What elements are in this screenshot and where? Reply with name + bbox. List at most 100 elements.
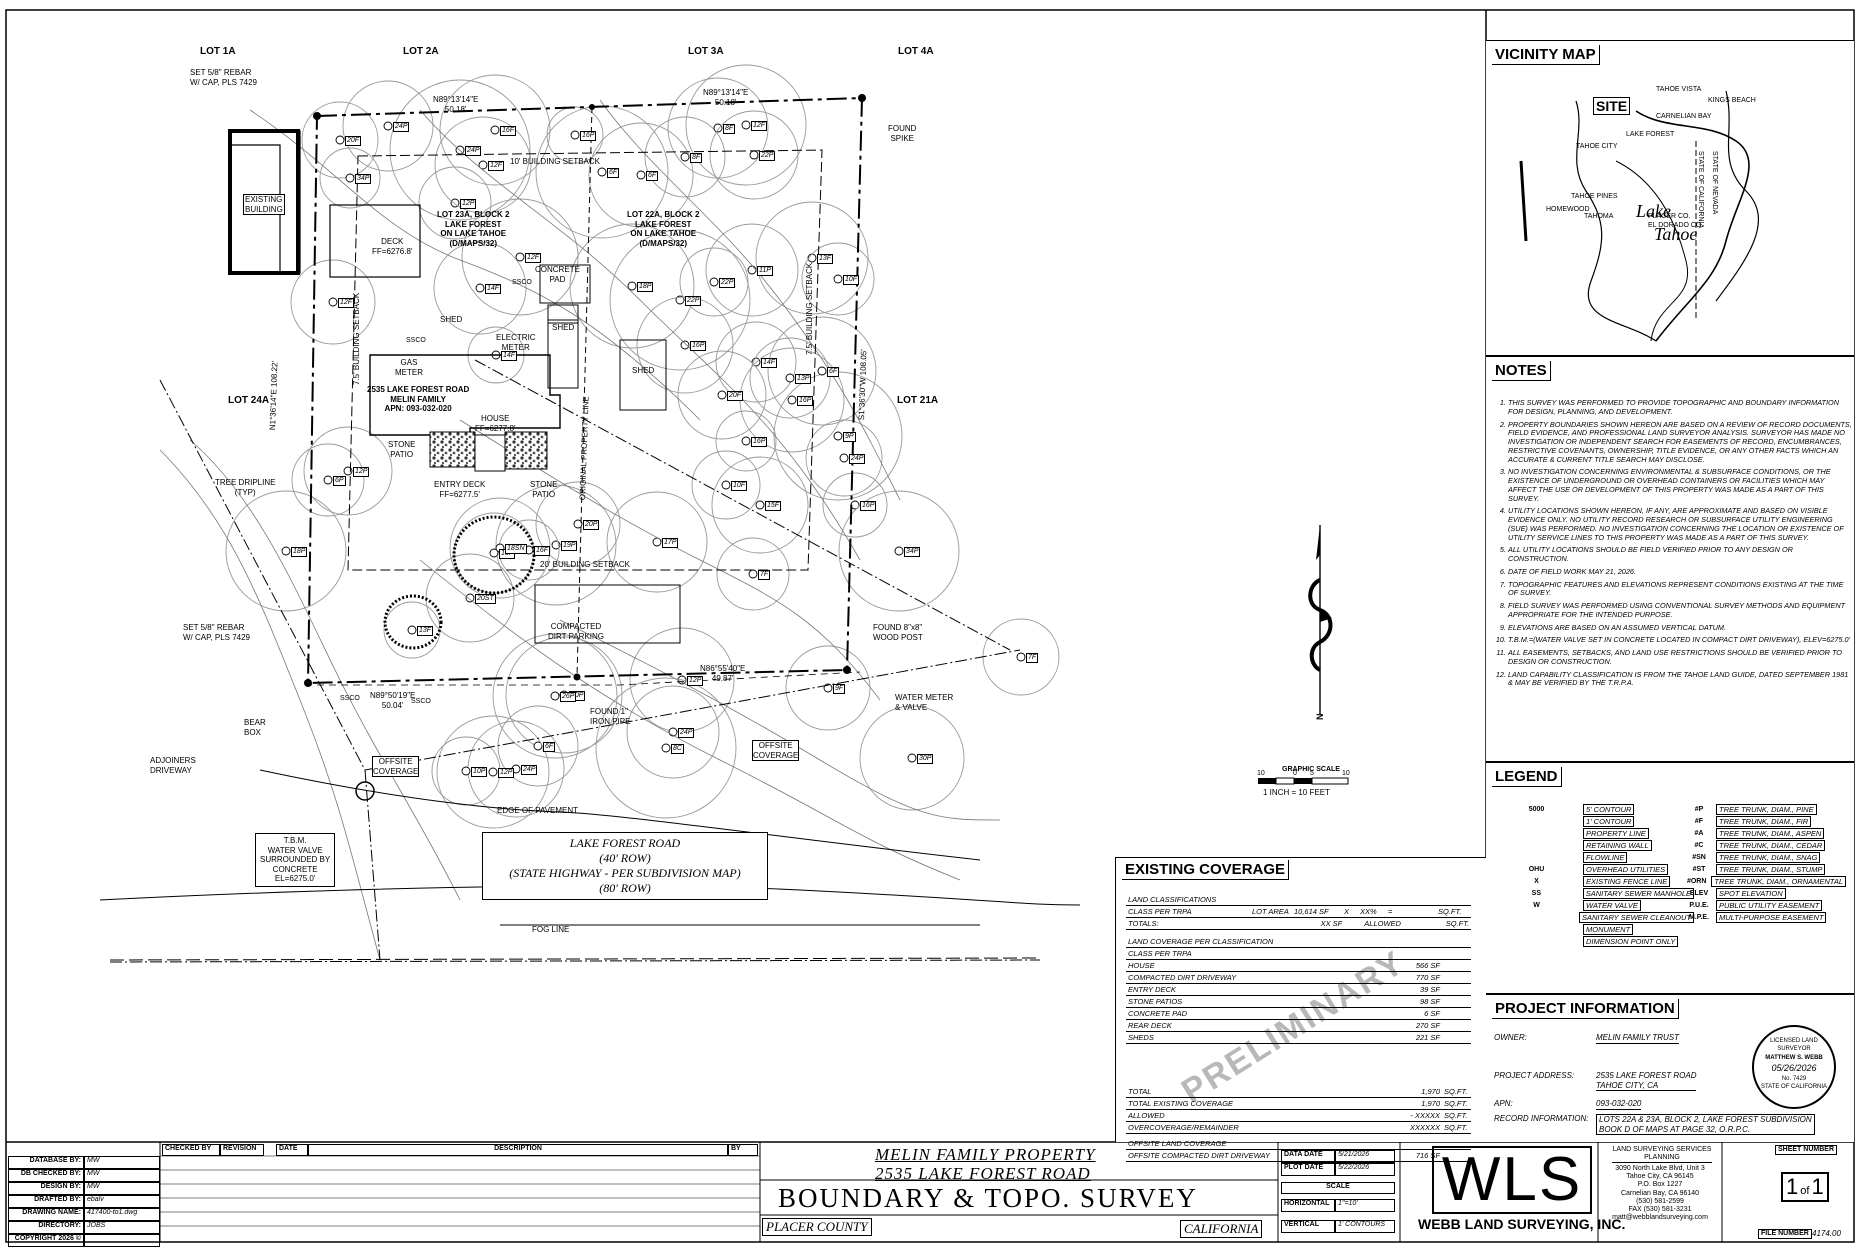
rebar-label-top: SET 5/8" REBAR W/ CAP, PLS 7429 [190,68,257,87]
file-number: 4174.00 [1812,1229,1841,1238]
tree-trunk-symbol [533,741,543,751]
coverage-item-value: 770 SF [1415,973,1440,982]
tree-trunk-symbol [721,480,731,490]
tree-dripline [535,481,621,567]
tree-tag: 7F [1026,653,1039,664]
tree-dripline [705,223,799,317]
tree-tag: 18P [291,547,308,558]
tree-tag: 16P [860,501,877,512]
vicinity-lake-label: Lake [1636,201,1671,221]
tree-tag: 12P [353,467,370,478]
tree-trunk-symbol [675,295,685,305]
tree-dripline [644,116,726,198]
graphic-scale [1258,777,1349,785]
tree-trunk-symbol [1016,652,1026,662]
sheet-border [5,9,1855,1243]
coverage-item-value: 6 SF [1424,1009,1440,1018]
legend-text: SPOT ELEVATION [1716,887,1786,899]
tb-left-label: DESIGN BY: [8,1182,84,1195]
north-label: N [1315,714,1325,721]
stone-patio-label-1: STONE PATIO [388,440,416,459]
total-existing-value: 1,970 [1421,1099,1440,1108]
sheet-total: 1 [1811,1174,1824,1199]
tree-tag: 12F [751,121,768,132]
tree-tag: 14F [485,284,502,295]
legend-row: ELEV SPOT ELEVATION [1686,887,1846,899]
tree-dripline [822,472,888,538]
tree-trunk-symbol [749,150,759,160]
tree-dripline [785,645,871,731]
place-state-nv: STATE OF NEVADA [1711,151,1718,215]
tree-trunk-symbol [489,548,499,558]
tree-tag: 16P [751,437,768,448]
tree-trunk-symbol [597,167,607,177]
tree-trunk-symbol [741,120,751,130]
legend-text: TREE TRUNK, DIAM., ASPEN [1716,827,1825,839]
tree-dripline [767,316,877,426]
vicinity-lake-label-2: Tahoe [1654,224,1698,244]
legend-text: 1' CONTOUR [1583,815,1635,827]
tree-trunk-symbol [407,625,417,635]
tree-tag: 10P [471,767,488,778]
entry-deck-label: ENTRY DECK FF=6277.5' [434,480,486,499]
legend-symbol: ELEV [1689,889,1709,897]
lot-label-4a: LOT 4A [898,46,934,57]
place-kings-beach: KINGS BEACH [1708,97,1756,104]
tree-trunk-symbol [383,121,393,131]
coverage-item-name: HOUSE [1128,961,1155,970]
tree-dripline [626,685,720,779]
entry-deck-outline [474,434,506,472]
tree-dripline [505,636,623,754]
coverage-item-name: REAR DECK [1128,1021,1172,1030]
scale-tick-1: 10 [1257,770,1265,777]
legend-row: PROPERTY LINE [1494,827,1694,839]
adjoiners-driveway-label: ADJOINERS DRIVEWAY [150,756,196,775]
total-existing-unit: SQ.FT. [1444,1099,1468,1108]
overcoverage-label: OVERCOVERAGE/REMAINDER [1128,1123,1239,1132]
stone-patio-2 [504,431,548,470]
legend-text: MONUMENT [1583,923,1634,935]
sheet-number: 1 [1786,1174,1799,1199]
tree-trunk-symbol [461,766,471,776]
tree-tag: 24P [393,122,410,133]
tree-tag: 12F [525,253,542,264]
tree-tag: 12P [687,676,704,687]
tree-trunk-symbol [328,297,338,307]
coverage-item-value: 39 SF [1419,985,1440,994]
tree-trunk-symbol [839,453,849,463]
tb-left-label: DATABASE BY: [8,1156,84,1169]
tb-left-label: DRAFTED BY: [8,1195,84,1208]
seal-line-1: LICENSED LAND SURVEYOR [1770,1038,1818,1053]
setback-10-label: 10' BUILDING SETBACK [510,157,600,166]
overcoverage-value: XXXXXX [1409,1123,1440,1132]
record-value: LOTS 22A & 23A, BLOCK 2, LAKE FOREST SUB… [1596,1114,1815,1136]
lot-label-1a: LOT 1A [200,46,236,57]
notes-title: NOTES [1492,361,1551,381]
legend-text: PUBLIC UTILITY EASEMENT [1716,899,1823,911]
overhead-utility-lines [109,359,1041,963]
bearing-top-left: N89°13'14"E 50.18' [433,95,479,114]
house-address-label: 2535 LAKE FOREST ROAD MELIN FAMILY APN: … [367,385,470,414]
sheet-of: of [1800,1185,1810,1197]
note-item: UTILITY LOCATIONS SHOWN HEREON, IF ANY, … [1508,506,1853,542]
tree-tag: 15F [765,501,782,512]
tree-tag: 6P [333,476,346,487]
survey-title: BOUNDARY & TOPO. SURVEY [778,1183,1198,1213]
found-spike-label: FOUND SPIKE [888,124,917,143]
offsite-driveway-label: OFFSITE COMPACTED DIRT DRIVEWAY [1128,1151,1270,1160]
surveyor-seal: LICENSED LAND SURVEYOR MATTHEW S. WEBB 0… [1752,1025,1836,1109]
lot-23a-label: LOT 23A, BLOCK 2 LAKE FOREST ON LAKE TAH… [437,210,510,248]
lot-label-2a: LOT 2A [403,46,439,57]
tree-tag: 13F [417,626,434,637]
tree-tag: 9P [843,432,856,443]
legend-text: DIMENSION POINT ONLY [1583,935,1679,947]
note-item: PROPERTY BOUNDARIES SHOWN HEREON ARE BAS… [1508,420,1853,465]
class-row-result [1402,906,1436,917]
company-address: 3090 North Lake Blvd, Unit 3 Tahoe City,… [1612,1165,1708,1222]
tree-tag: 22P [719,278,736,289]
plot-date-value: 5/22/2026 [1335,1163,1395,1176]
found-post-label: FOUND 8"x8" WOOD POST [873,623,923,642]
